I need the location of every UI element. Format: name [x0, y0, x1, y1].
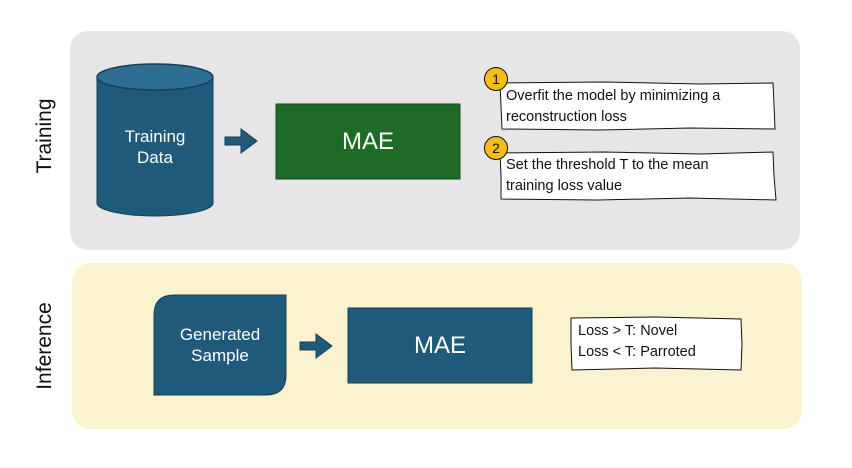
training-data-cylinder — [96, 63, 214, 217]
step-1-text: Overfit the model by minimizing a recons… — [506, 88, 721, 125]
step-2-badge: 2 — [484, 136, 508, 160]
step-1-note-box — [499, 81, 776, 131]
mae-training-box — [275, 103, 461, 180]
training-data-label: Training Data — [124, 126, 186, 167]
generated-sample-shape — [153, 294, 287, 396]
step-2-note-box — [499, 151, 777, 201]
step-1-badge: 1 — [484, 67, 508, 91]
decision-rule-box — [570, 316, 743, 371]
arrow-right-icon — [224, 128, 258, 154]
generated-sample-label: Generated Sample — [179, 324, 261, 365]
decision-rule-text: Loss > T: Novel Loss < T: Parroted — [578, 323, 696, 360]
mae-training-label: MAE — [341, 127, 394, 155]
arrow-right-icon — [299, 333, 333, 359]
mae-inference-box — [347, 307, 533, 384]
mae-inference-label: MAE — [413, 331, 466, 359]
step-2-text: Set the threshold T to the mean training… — [506, 157, 709, 194]
